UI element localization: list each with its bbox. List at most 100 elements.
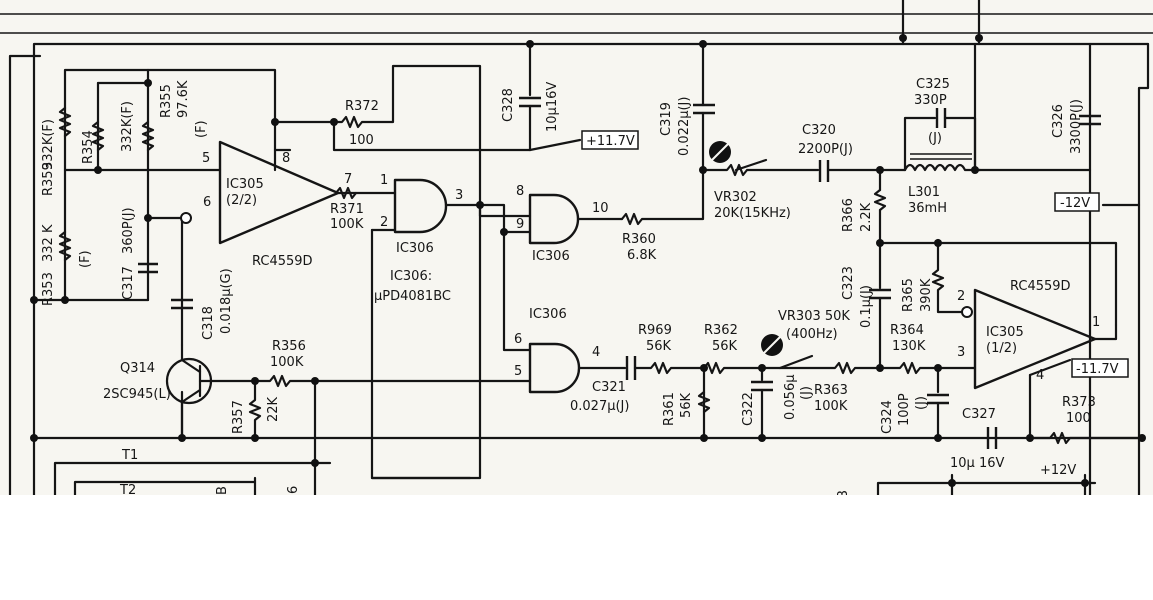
ic305a-name: IC305 bbox=[986, 325, 1024, 340]
opamp-pin-3: 3 bbox=[957, 345, 965, 360]
r357-val: 22K bbox=[266, 396, 281, 422]
c325-label: C325 bbox=[916, 77, 950, 92]
r355-label: R355 bbox=[159, 84, 174, 118]
ic305a-part: (1/2) bbox=[986, 341, 1017, 356]
r357-label: R357 bbox=[231, 400, 246, 434]
r373-label: R373 bbox=[1062, 395, 1096, 410]
r363-label: R363 bbox=[814, 383, 848, 398]
pin-7: 7 bbox=[344, 172, 352, 187]
c323-label: C323 bbox=[841, 266, 856, 300]
c320-val: 2200P(J) bbox=[798, 142, 853, 157]
c321-val: 0.027µ(J) bbox=[570, 399, 629, 414]
r359-label: R359 bbox=[41, 162, 56, 196]
c327-val: 10µ 16V bbox=[950, 456, 1004, 471]
c323-val: 0.1µ(J) bbox=[859, 285, 874, 328]
opamp-pin-1: 1 bbox=[1092, 315, 1100, 330]
r354-label: R354 bbox=[81, 130, 96, 164]
ic305b-name: IC305 bbox=[226, 177, 264, 192]
r356-label: R356 bbox=[272, 339, 306, 354]
r364-val: 130K bbox=[892, 339, 926, 354]
r372-label: R372 bbox=[345, 99, 379, 114]
r362-val: 56K bbox=[712, 339, 738, 354]
schematic-scan: +11.7V -12V -11.7V 332K(F) R359 332 K R3… bbox=[0, 0, 1153, 495]
opamp-pin-4: 4 bbox=[1036, 368, 1044, 383]
r354-val-label: 332K(F) bbox=[120, 101, 135, 152]
ic305b-part: (2/2) bbox=[226, 193, 257, 208]
r364-label: R364 bbox=[890, 323, 924, 338]
pin-8: 8 bbox=[282, 151, 290, 166]
pin-5: 5 bbox=[202, 151, 210, 166]
r371-val: 100K bbox=[330, 217, 364, 232]
c322-val: 0.056µ bbox=[783, 375, 798, 421]
r969-val: 56K bbox=[646, 339, 672, 354]
opamp-pin-2: 2 bbox=[957, 289, 965, 304]
t1-label: T1 bbox=[121, 448, 138, 463]
gate3-pin-5: 5 bbox=[514, 364, 522, 379]
c317-label: C317 bbox=[121, 266, 136, 300]
c325-tol: (J) bbox=[928, 131, 942, 146]
c328-label: C328 bbox=[501, 88, 516, 122]
r365-label: R365 bbox=[901, 278, 916, 312]
r332kf-label: 332K(F) bbox=[41, 119, 56, 170]
q314-label: Q314 bbox=[120, 361, 155, 376]
c320-label: C320 bbox=[802, 123, 836, 138]
pin-b-label: B bbox=[215, 486, 230, 495]
c318-label: C318 bbox=[201, 306, 216, 340]
voltage-label-neg-12: -12V bbox=[1060, 196, 1090, 211]
c318-val-label: 0.018µ(G) bbox=[219, 268, 234, 334]
gate2-pin-10: 10 bbox=[592, 201, 609, 216]
q314-type: 2SC945(L) bbox=[103, 387, 171, 402]
gate1-pin-3: 3 bbox=[455, 188, 463, 203]
c324-tol: (J) bbox=[914, 396, 929, 410]
r353-val-label: 332 K bbox=[41, 224, 56, 262]
r373-val: 100 bbox=[1066, 411, 1091, 426]
c319-label: C319 bbox=[659, 102, 674, 136]
r366-label: R366 bbox=[841, 198, 856, 232]
ic306-b-label: IC306 bbox=[532, 249, 570, 264]
r969-label: R969 bbox=[638, 323, 672, 338]
c324-label: C324 bbox=[880, 400, 895, 434]
vr303-val: (400Hz) bbox=[786, 327, 838, 342]
vr302-label: VR302 bbox=[714, 190, 757, 205]
r356-val: 100K bbox=[270, 355, 304, 370]
gate2-pin-9: 9 bbox=[516, 217, 524, 232]
ic305b-type: RC4559D bbox=[252, 254, 313, 269]
r372-val: 100 bbox=[349, 133, 374, 148]
pin-6: 6 bbox=[203, 195, 211, 210]
r353-tol-label: (F) bbox=[78, 250, 93, 268]
v-pos-12: +12V bbox=[1040, 463, 1076, 478]
c317-val-label: 360P(J) bbox=[121, 207, 136, 254]
voltage-label-neg-11-7: -11.7V bbox=[1076, 362, 1119, 377]
gate1-pin-2: 2 bbox=[380, 215, 388, 230]
r355-val-label: 97.6K bbox=[176, 80, 191, 118]
r361-label: R361 bbox=[662, 392, 677, 426]
c328-val: 10µ16V bbox=[545, 82, 560, 132]
c324-val: 100P bbox=[897, 393, 912, 426]
gate3-pin-6: 6 bbox=[514, 332, 522, 347]
c327-label: C327 bbox=[962, 407, 996, 422]
vr303-label: VR303 50K bbox=[778, 309, 850, 324]
c321-label: C321 bbox=[592, 380, 626, 395]
schematic-diagram: +11.7V -12V -11.7V 332K(F) R359 332 K R3… bbox=[0, 0, 1153, 495]
c326-val: 3300P(J) bbox=[1069, 99, 1084, 154]
c322-tol: (J) bbox=[799, 386, 814, 400]
c325-val: 330P bbox=[914, 93, 947, 108]
ic306-note: IC306: bbox=[390, 269, 432, 284]
c319-val: 0.022µ(J) bbox=[677, 97, 692, 156]
r360-val: 6.8K bbox=[627, 248, 657, 263]
r362-label: R362 bbox=[704, 323, 738, 338]
t2-label: T2 bbox=[119, 483, 136, 495]
vr302-val: 20K(15KHz) bbox=[714, 206, 791, 221]
pin-6-label: 6 bbox=[286, 486, 301, 494]
r355-tol-label: (F) bbox=[194, 120, 209, 138]
gate3-pin-4: 4 bbox=[592, 345, 600, 360]
l301-label: L301 bbox=[908, 185, 940, 200]
r363-val: 100K bbox=[814, 399, 848, 414]
r366-val: 2.2K bbox=[859, 202, 874, 232]
l301-val: 36mH bbox=[908, 201, 947, 216]
c326-label: C326 bbox=[1051, 104, 1066, 138]
ic305a-type: RC4559D bbox=[1010, 279, 1071, 294]
voltage-label-pos-11-7: +11.7V bbox=[586, 134, 635, 149]
gate1-pin-1: 1 bbox=[380, 173, 388, 188]
